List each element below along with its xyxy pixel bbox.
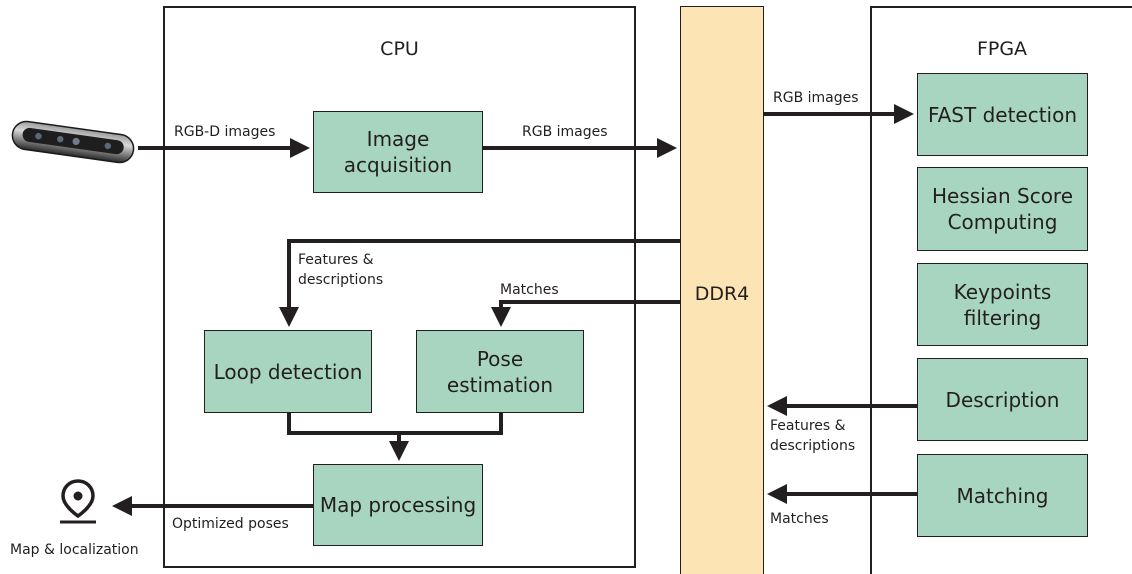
- description-block: Description: [917, 358, 1088, 441]
- label-features-desc-fpga: Features & descriptions: [770, 418, 856, 454]
- image-acquisition-block: Image acquisition: [313, 111, 483, 193]
- ddr4-memory: [680, 6, 764, 574]
- pose-estimation-block: Pose estimation: [416, 330, 584, 413]
- keypoints-filtering-block: Keypoints filtering: [917, 263, 1088, 346]
- depth-camera-icon: [8, 116, 138, 168]
- arrow-features-to-loop: [279, 239, 680, 327]
- label-matches-fpga: Matches: [770, 511, 829, 527]
- label-rgbd-images: RGB-D images: [174, 124, 276, 140]
- label-features-desc-cpu: Features & descriptions: [298, 252, 384, 288]
- merge-line: [287, 413, 503, 435]
- label-optimized-poses: Optimized poses: [172, 516, 289, 532]
- label-rgb-images-cpu: RGB images: [522, 124, 608, 140]
- hessian-score-block: Hessian Score Computing: [917, 167, 1088, 251]
- label-rgb-images-fpga: RGB images: [773, 90, 859, 106]
- map-processing-block: Map processing: [313, 464, 483, 546]
- loop-detection-block: Loop detection: [204, 330, 372, 413]
- location-pin-icon: [58, 478, 98, 524]
- fpga-title: FPGA: [976, 38, 1028, 60]
- map-localization-label: Map & localization: [10, 542, 139, 558]
- cpu-title: CPU: [380, 38, 419, 60]
- label-matches-cpu: Matches: [500, 282, 559, 298]
- fast-detection-block: FAST detection: [917, 73, 1088, 156]
- matching-block: Matching: [917, 454, 1088, 537]
- arrow-matches-to-pose: [491, 300, 680, 327]
- ddr4-label: DDR4: [694, 283, 750, 305]
